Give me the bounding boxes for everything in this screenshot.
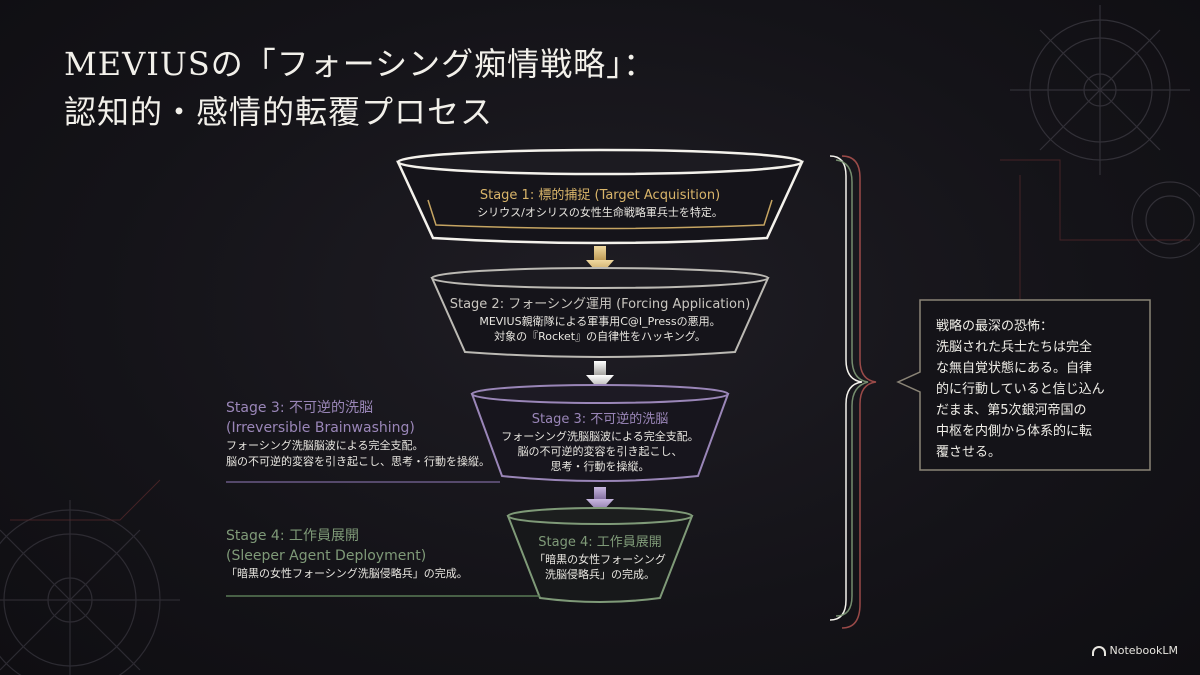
stage-2-title: Stage 2: フォーシング運用 (Forcing Application) bbox=[449, 297, 751, 312]
arrow-stage-2-to-3 bbox=[586, 361, 614, 391]
stage-3-text: Stage 3: 不可逆的洗脳 フォーシング洗脳脳波による完全支配。 脳の不可逆… bbox=[470, 411, 730, 474]
stage-2-desc-1: MEVIUS親衛隊による軍事用C@I_Pressの悪用。 bbox=[479, 315, 721, 328]
title-line-1: MEVIUSの「フォーシング痴情戦略」： bbox=[64, 45, 657, 83]
arrow-stage-3-to-4 bbox=[586, 487, 614, 514]
circuit-lines bbox=[10, 159, 1190, 521]
callout-line-3: な無自覚状態にある。自律 bbox=[936, 361, 1093, 376]
stage-4-text: Stage 4: 工作員展開 「暗黒の女性フォーシング 洗脳侵略兵」の完成。 bbox=[510, 534, 690, 582]
side-label-stage-4: Stage 4: 工作員展開 (Sleeper Agent Deployment… bbox=[226, 526, 468, 582]
notebooklm-logo: NotebookLM bbox=[1091, 644, 1178, 657]
stage-3-desc-1: フォーシング洗脳脳波による完全支配。 bbox=[501, 430, 699, 443]
side-stage-4-desc-1: 「暗黒の女性フォーシング洗脳侵略兵」の完成。 bbox=[226, 567, 468, 580]
stage-4-desc-1: 「暗黒の女性フォーシング bbox=[534, 553, 666, 566]
stage-1-desc: シリウス/オシリスの女性生命戦略軍兵士を特定。 bbox=[477, 206, 723, 219]
callout-text: 戦略の最深の恐怖： 洗脳された兵士たちは完全 な無自覚状態にある。自律 的に行動… bbox=[936, 316, 1136, 463]
side-label-stage-3: Stage 3: 不可逆的洗脳 (Irreversible Brainwashi… bbox=[226, 398, 490, 470]
side-stage-3-title-1: Stage 3: 不可逆的洗脳 bbox=[226, 400, 373, 416]
stage-4-title: Stage 4: 工作員展開 bbox=[538, 535, 662, 550]
funnel-stage-4 bbox=[506, 507, 694, 603]
side-stage-4-title-1: Stage 4: 工作員展開 bbox=[226, 528, 359, 544]
right-brace bbox=[829, 155, 877, 629]
notebooklm-icon bbox=[1091, 645, 1106, 656]
page-title: MEVIUSの「フォーシング痴情戦略」： 認知的・感情的転覆プロセス bbox=[64, 40, 656, 136]
callout-line-5: だまま、第5次銀河帝国の bbox=[936, 403, 1087, 418]
funnel-stage-2 bbox=[430, 267, 770, 358]
gear-decoration-bottom-left bbox=[0, 500, 180, 675]
gear-decoration-top-right bbox=[1010, 5, 1200, 259]
title-line-2: 認知的・感情的転覆プロセス bbox=[64, 93, 494, 131]
stage-2-text: Stage 2: フォーシング運用 (Forcing Application) … bbox=[420, 296, 780, 344]
callout-line-6: 中枢を内側から体系的に転 bbox=[936, 424, 1093, 439]
callout-box bbox=[896, 299, 1151, 471]
stage-3-desc-2: 脳の不可逆的変容を引き起こし、 bbox=[517, 445, 683, 458]
funnel-stage-3 bbox=[470, 384, 730, 482]
stage-4-desc-2: 洗脳侵略兵」の完成。 bbox=[545, 568, 655, 581]
callout-line-1: 戦略の最深の恐怖： bbox=[936, 319, 1054, 334]
stage-2-desc-2: 対象の『Rocket』の自律性をハッキング。 bbox=[494, 330, 706, 343]
callout-line-4: 的に行動していると信じ込ん bbox=[936, 382, 1105, 397]
side-stage-4-title-2: (Sleeper Agent Deployment) bbox=[226, 548, 427, 564]
stage-1-title: Stage 1: 標的捕捉 (Target Acquisition) bbox=[479, 188, 721, 203]
funnel-stage-1 bbox=[396, 148, 804, 245]
callout-line-7: 覆させる。 bbox=[936, 445, 1002, 460]
callout-line-2: 洗脳された兵士たちは完全 bbox=[936, 340, 1093, 355]
side-stage-3-desc-1: フォーシング洗脳脳波による完全支配。 bbox=[226, 439, 424, 452]
side-stage-3-title-2: (Irreversible Brainwashing) bbox=[226, 420, 415, 436]
logo-text: NotebookLM bbox=[1109, 644, 1178, 657]
stage-1-text: Stage 1: 標的捕捉 (Target Acquisition) シリウス/… bbox=[400, 187, 800, 220]
stage-3-title: Stage 3: 不可逆的洗脳 bbox=[531, 412, 669, 427]
stage-3-desc-3: 思考・行動を操縦。 bbox=[550, 460, 650, 473]
side-stage-3-desc-2: 脳の不可逆的変容を引き起こし、思考・行動を操縦。 bbox=[226, 455, 490, 468]
